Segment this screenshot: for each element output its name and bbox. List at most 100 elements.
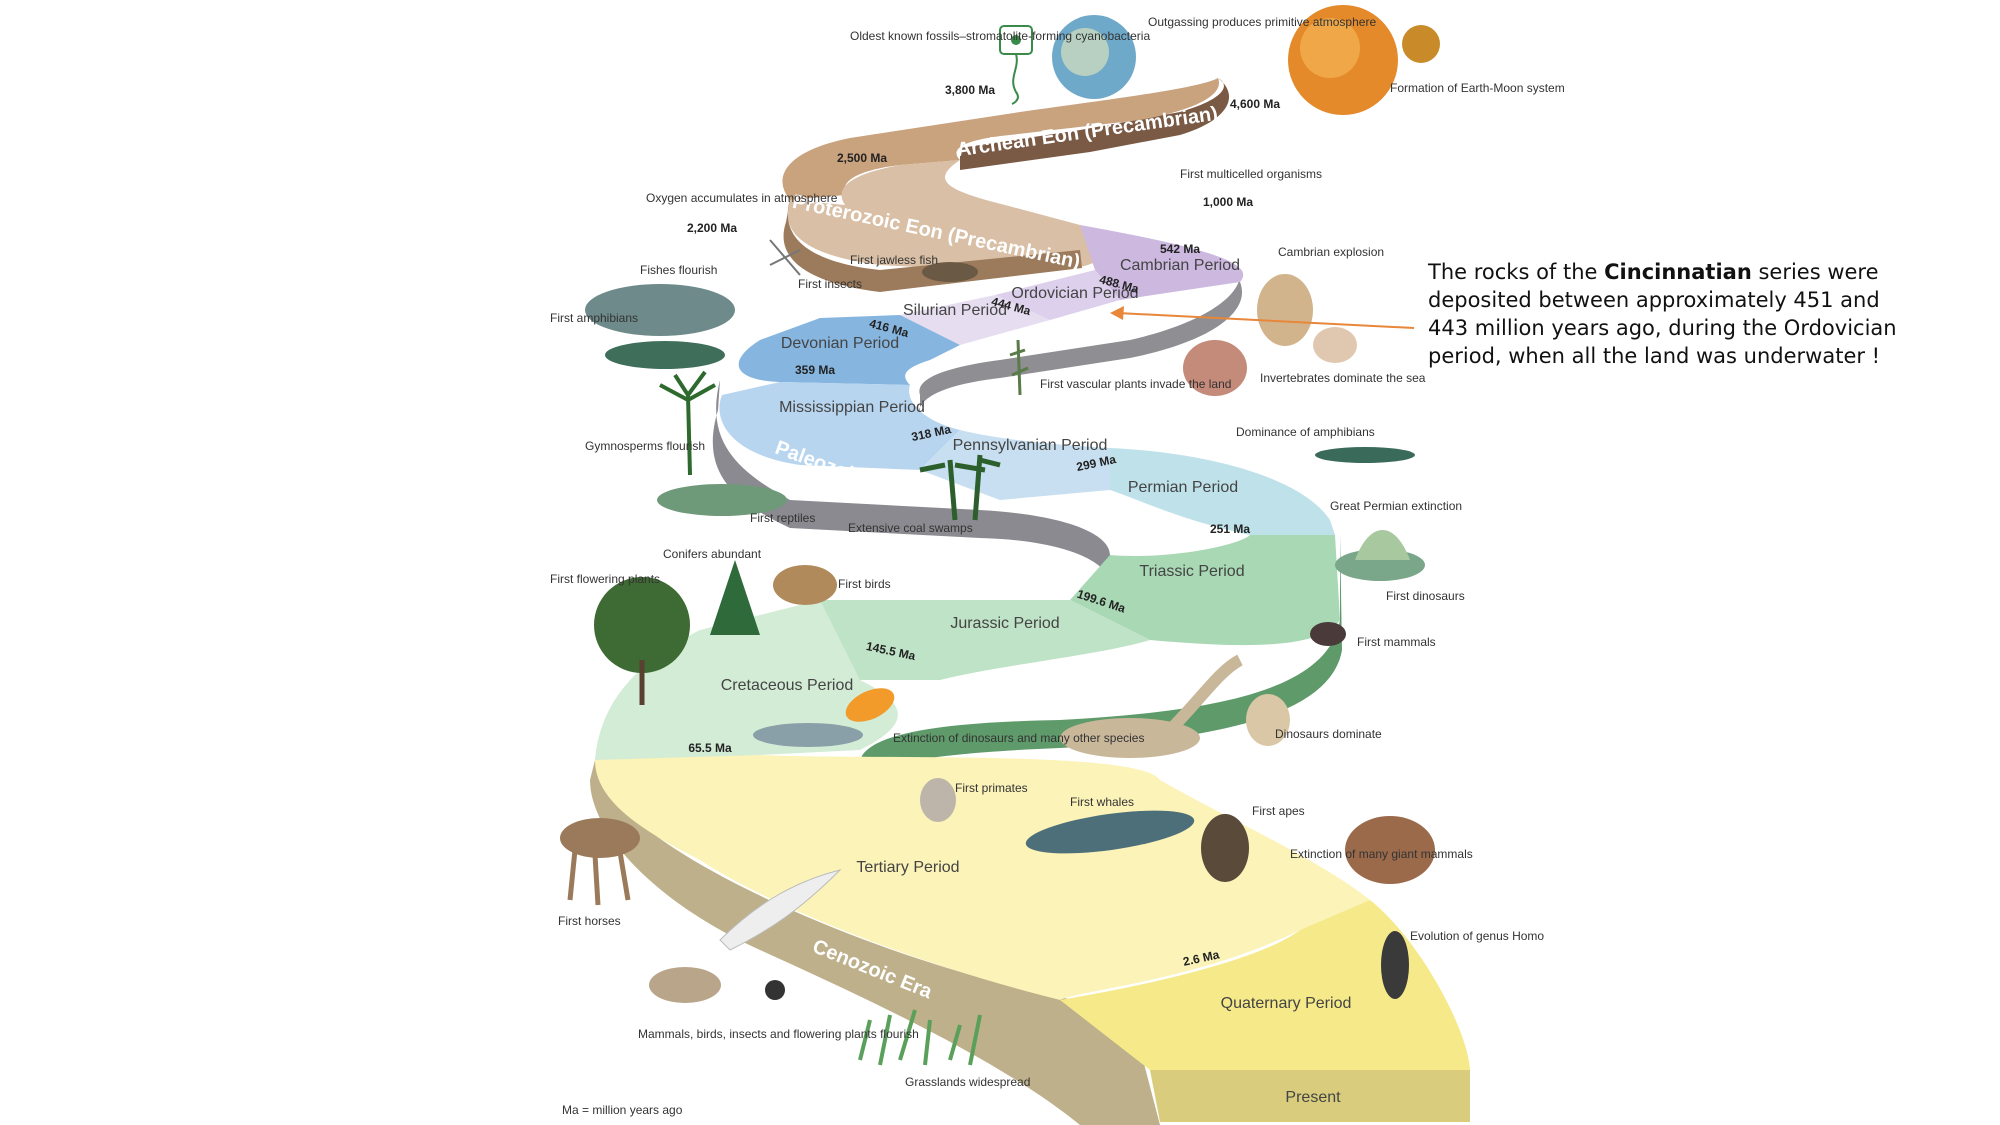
callout-arrow-head [1110, 306, 1124, 320]
first-dinosaurs-label: First dinosaurs [1386, 589, 1465, 603]
period-ordovician-label: Ordovician Period [1011, 285, 1138, 302]
insect-illustration [769, 239, 801, 276]
oxygen-label: Oxygen accumulates in atmosphere [646, 191, 838, 205]
reptile-illustration [657, 484, 787, 516]
period-pennsylvanian-label: Pennsylvanian Period [953, 437, 1108, 454]
meteor-illustration [845, 688, 895, 722]
vascular-plants-label: First vascular plants invade the land [1040, 377, 1231, 391]
stromatolites-age: 3,800 Ma [945, 83, 995, 97]
band-mississippian [719, 382, 960, 470]
multicelled-label: First multicelled organisms [1180, 167, 1322, 181]
evolution-homo-label: Evolution of genus Homo [1410, 929, 1544, 943]
invertebrates-label: Invertebrates dominate the sea [1260, 371, 1426, 385]
stromatolites-label: Oldest known fossils–stromatolite-formin… [850, 29, 1150, 43]
age-archean-2500: 2,500 Ma [837, 151, 887, 165]
human-runner-illustration [1381, 931, 1409, 999]
whale-illustration [1025, 810, 1195, 854]
period-cretaceous-label: Cretaceous Period [721, 677, 854, 694]
callout-text-pre: The rocks of the [1428, 260, 1605, 284]
period-jurassic-label: Jurassic Period [950, 615, 1059, 632]
impact-illustration [753, 723, 863, 747]
molten-earth-glow [1300, 18, 1360, 78]
extinction-giant-mammals-label: Extinction of many giant mammals [1290, 847, 1473, 861]
age-359: 359 Ma [795, 363, 835, 377]
fishes-label: Fishes flourish [640, 263, 717, 277]
period-devonian-label: Devonian Period [781, 335, 899, 352]
grass-illustration [858, 1009, 982, 1066]
band-cambrian [1080, 225, 1244, 300]
cambrian-explosion-label: Cambrian explosion [1278, 245, 1384, 259]
ribbon-side-cenozoic [590, 760, 1160, 1125]
great-permian-label: Great Permian extinction [1330, 499, 1462, 513]
amphibian-illustration [605, 341, 725, 369]
band-archean [782, 78, 1220, 200]
wolf-illustration [649, 967, 721, 1003]
age-65: 65.5 Ma [688, 741, 732, 755]
moon-illustration [1402, 25, 1440, 63]
bird-illustration [773, 565, 837, 605]
wing-illustration [719, 869, 842, 951]
dinosaur-illustration [1060, 718, 1200, 758]
trilobite-illustration [1257, 274, 1313, 346]
ribbon-side-paleozoic-2 [712, 380, 1110, 585]
mammal-illustration [1310, 622, 1346, 646]
dimetrodon-sail [1355, 530, 1410, 560]
first-amphibians-label: First amphibians [550, 311, 638, 325]
early-earth-land [1061, 28, 1109, 76]
period-quaternary-label: Quaternary Period [1221, 995, 1352, 1012]
ribbon-side-paleozoic-1 [918, 265, 1243, 420]
period-permian-label: Permian Period [1128, 479, 1238, 496]
ribbon-side-mesozoic [860, 535, 1342, 780]
vascular-plant-illustration [1009, 339, 1029, 396]
theropod-illustration [1246, 694, 1290, 746]
jawless-fish-illustration [922, 262, 978, 282]
callout-text-post: series were deposited between approximat… [1428, 260, 1897, 368]
band-cretaceous [595, 600, 898, 765]
stromatolite-stem [1011, 53, 1019, 105]
horse-illustration [560, 818, 640, 858]
present-label: Present [1285, 1089, 1341, 1106]
fish-illustration [585, 284, 735, 336]
first-whales-label: First whales [1070, 795, 1134, 809]
band-ordovician [995, 270, 1120, 320]
oxygen-age: 2,200 Ma [687, 221, 737, 235]
ribbon-side-archean [960, 78, 1230, 170]
extinction-dinosaurs-label: Extinction of dinosaurs and many other s… [893, 731, 1144, 745]
stromatolite-icon-cell [1011, 35, 1021, 45]
band-quaternary [1060, 900, 1470, 1070]
first-mammals-label: First mammals [1357, 635, 1436, 649]
palm-illustration [659, 370, 716, 476]
conifers-label: Conifers abundant [663, 547, 762, 561]
first-birds-label: First birds [838, 577, 891, 591]
period-triassic-label: Triassic Period [1139, 563, 1244, 580]
band-devonian [738, 315, 960, 385]
age-542: 542 Ma [1160, 242, 1200, 256]
band-proterozoic [787, 160, 1109, 273]
first-apes-label: First apes [1252, 804, 1305, 818]
first-flowering-label: First flowering plants [550, 572, 660, 586]
dominance-amphibians-label: Dominance of amphibians [1236, 425, 1375, 439]
period-silurian-label: Silurian Period [903, 302, 1007, 319]
earth-age: 4,600 Ma [1230, 97, 1280, 111]
first-insects-label: First insects [798, 277, 862, 291]
mammoth-illustration [1345, 816, 1435, 884]
period-cambrian-label: Cambrian Period [1120, 257, 1240, 274]
ape-illustration [1201, 814, 1249, 882]
earth-moon-label: Formation of Earth-Moon system [1390, 81, 1565, 95]
mammals-birds-label: Mammals, birds, insects and flowering pl… [638, 1027, 919, 1041]
grasslands-label: Grasslands widespread [905, 1075, 1030, 1089]
band-pennsylvanian [920, 430, 1110, 500]
period-mississippian-label: Mississippian Period [779, 399, 925, 416]
coal-swamps-label: Extensive coal swamps [848, 521, 973, 535]
horse-legs [567, 849, 631, 906]
coal-swamp-illustration [919, 454, 1001, 521]
first-primates-label: First primates [955, 781, 1028, 795]
legend-label: Ma = million years ago [562, 1103, 683, 1117]
band-present-front [1150, 1070, 1470, 1122]
flowering-tree-illustration [594, 577, 690, 673]
band-triassic [1070, 535, 1340, 646]
outgassing-label: Outgassing produces primitive atmosphere [1148, 15, 1376, 29]
amphibian-dominance-illustration [1315, 447, 1415, 463]
multicelled-age: 1,000 Ma [1203, 195, 1253, 209]
